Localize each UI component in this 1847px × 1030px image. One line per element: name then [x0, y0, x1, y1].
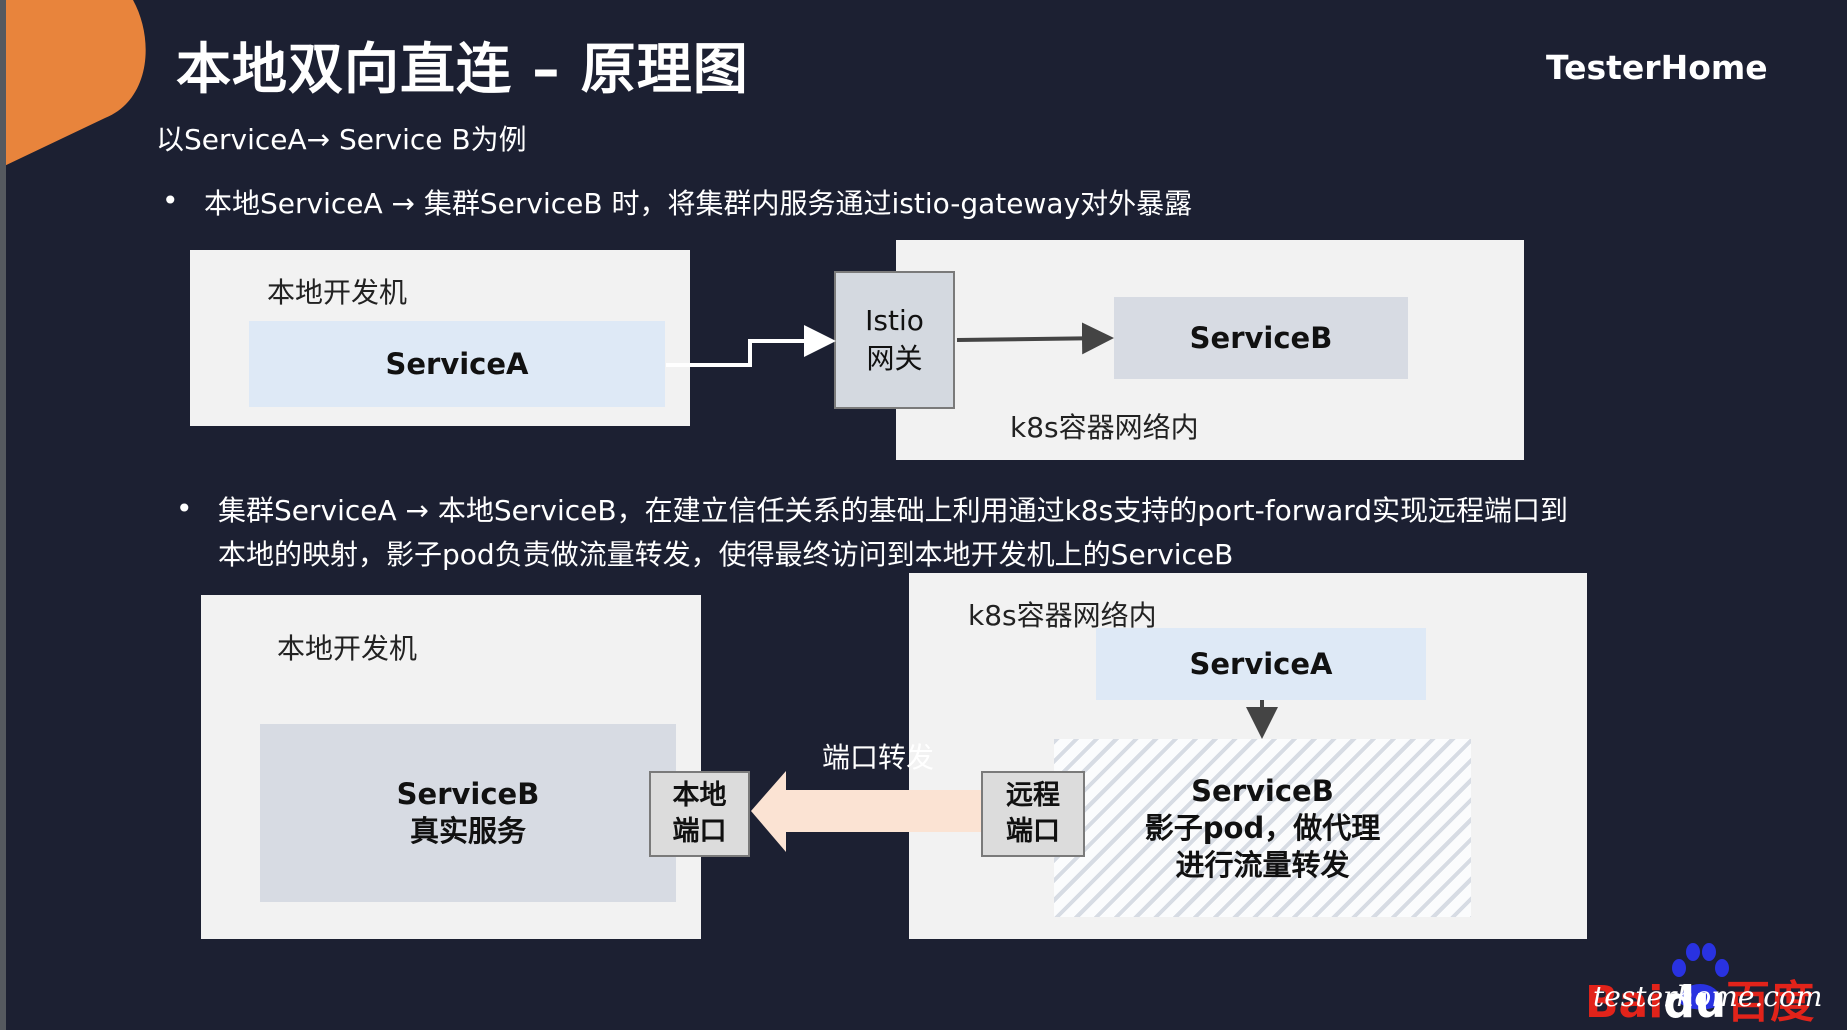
shadow-pod-line3: 进行流量转发	[1175, 847, 1350, 882]
site-watermark-text: testerhome.com	[1593, 980, 1823, 1013]
local-port-line1: 本地	[672, 780, 727, 811]
corner-accent-shape	[0, 0, 146, 168]
baidu-paw-icon	[1672, 943, 1729, 1010]
bullet-marker: •	[176, 492, 193, 525]
baidu-logo-cn: 百度	[1726, 977, 1815, 1028]
brand-logo-text: TesterHome	[1546, 48, 1768, 87]
slide-title: 本地双向直连 – 原理图	[176, 37, 749, 101]
slide-left-edge	[0, 0, 6, 1030]
baidu-logo-du: du	[1663, 977, 1727, 1028]
istio-gateway-box: Istio 网关	[834, 271, 955, 409]
bullet-text-2-line1: 集群ServiceA → 本地ServiceB，在建立信任关系的基础上利用通过k…	[218, 494, 1569, 527]
bullet-marker: •	[162, 184, 179, 217]
service-b-box-cluster: ServiceB	[1114, 297, 1408, 379]
port-forward-label: 端口转发	[822, 741, 935, 774]
local-port-box: 本地 端口	[649, 771, 750, 857]
local-dev-machine-label-1: 本地开发机	[267, 276, 408, 309]
k8s-network-label-1: k8s容器网络内	[1010, 411, 1199, 444]
arrow-service-a-to-istio	[666, 325, 836, 367]
remote-port-line1: 远程	[1006, 780, 1060, 811]
service-b-real-line2: 真实服务	[409, 814, 526, 848]
istio-gateway-label-line1: Istio	[865, 304, 924, 337]
baidu-logo-text: Baidu百度	[1585, 978, 1814, 1028]
remote-port-box: 远程 端口	[981, 771, 1085, 857]
service-b-real-service-box: ServiceB 真实服务	[260, 724, 676, 902]
baidu-watermark: Baidu百度 testerhome.com	[1585, 940, 1847, 1030]
arrow-istio-to-service-b	[956, 322, 1114, 355]
service-b-real-line1: ServiceB	[396, 777, 540, 811]
baidu-logo-bai: Bai	[1585, 977, 1664, 1028]
k8s-network-label-2: k8s容器网络内	[968, 599, 1157, 632]
service-b-shadow-pod-box: ServiceB 影子pod，做代理 进行流量转发	[1054, 739, 1471, 917]
shadow-pod-line1: ServiceB	[1191, 773, 1334, 808]
slide-subtitle: 以ServiceA→ Service B为例	[156, 123, 527, 156]
bullet-text-2-line2: 本地的映射，影子pod负责做流量转发，使得最终访问到本地开发机上的Service…	[218, 538, 1234, 571]
port-forward-arrow	[751, 771, 982, 852]
service-a-box-local: ServiceA	[249, 321, 665, 407]
remote-port-line2: 端口	[1006, 816, 1060, 847]
service-a-box-cluster: ServiceA	[1096, 628, 1426, 700]
local-dev-machine-label-2: 本地开发机	[277, 632, 418, 665]
shadow-pod-line2: 影子pod，做代理	[1144, 810, 1381, 845]
bullet-text-1: 本地ServiceA → 集群ServiceB 时，将集群内服务通过istio-…	[204, 187, 1193, 220]
istio-gateway-label-line2: 网关	[866, 342, 923, 375]
local-port-line2: 端口	[672, 816, 727, 847]
